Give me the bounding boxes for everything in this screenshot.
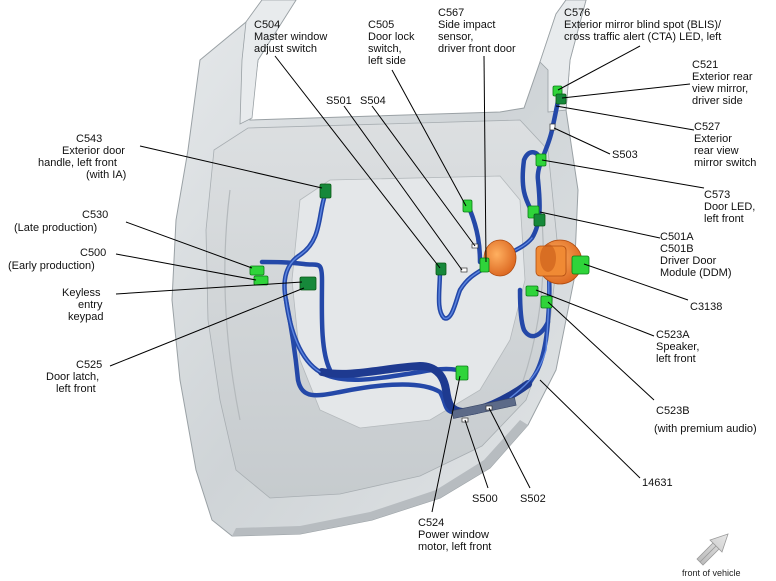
label-c527-desc-2: rear view — [694, 145, 739, 157]
callout-c567: C567 Side impact sensor, driver front do… — [438, 7, 516, 55]
label-c523a-desc-1: Speaker, — [656, 341, 699, 353]
connectors — [249, 85, 590, 423]
label-c527: C527 — [694, 121, 720, 133]
label-c524: C524 — [418, 517, 444, 529]
connector-c567 — [479, 257, 490, 273]
connector-c501b — [533, 213, 546, 227]
label-c3138: C3138 — [690, 301, 722, 313]
callout-c504: C504 Master window adjust switch — [254, 19, 327, 55]
connector-c524 — [455, 365, 469, 381]
connector-c523a — [525, 285, 539, 297]
label-c521: C521 — [692, 59, 718, 71]
splice-s501 — [460, 267, 468, 273]
callout-c576: C576 Exterior mirror blind spot (BLIS)/ … — [564, 7, 722, 43]
label-c523b: C523B — [656, 405, 690, 417]
label-14631: 14631 — [642, 477, 673, 489]
label-c505-desc-1: Door lock — [368, 31, 415, 43]
label-c530: C530 — [82, 209, 108, 221]
callout-c524: C524 Power window motor, left front — [418, 517, 491, 553]
label-c500-desc: (Early production) — [8, 260, 95, 272]
label-c505: C505 — [368, 19, 394, 31]
connector-c543 — [319, 183, 332, 199]
label-c501-desc-2: Module (DDM) — [660, 267, 732, 279]
label-s501: S501 — [326, 95, 352, 107]
label-c524-desc-2: motor, left front — [418, 541, 491, 553]
label-c523b-desc: (with premium audio) — [654, 423, 757, 435]
label-c505-desc-2: switch, — [368, 43, 402, 55]
label-c521-desc-2: view mirror, — [692, 83, 748, 95]
label-c501-desc-1: Driver Door — [660, 255, 717, 267]
label-s500: S500 — [472, 493, 498, 505]
connector-c500 — [253, 275, 269, 286]
label-c543: C543 — [76, 133, 102, 145]
label-c500: C500 — [80, 247, 106, 259]
label-c504-desc-1: Master window — [254, 31, 327, 43]
label-c576-desc-1: Exterior mirror blind spot (BLIS)/ — [564, 19, 722, 31]
label-c504-desc-2: adjust switch — [254, 43, 317, 55]
label-c573-desc-2: left front — [704, 213, 744, 225]
label-c573-desc-1: Door LED, — [704, 201, 755, 213]
connector-c3138 — [571, 255, 590, 275]
label-c573: C573 — [704, 189, 730, 201]
callout-keyless-entry-keypad: Keyless entry keypad — [62, 287, 103, 323]
label-c567: C567 — [438, 7, 464, 19]
label-c523a-desc-2: left front — [656, 353, 696, 365]
label-c525: C525 — [76, 359, 102, 371]
connector-c530 — [249, 265, 265, 276]
label-c543-desc-1: Exterior door — [62, 145, 125, 157]
label-front-of-vehicle: front of vehicle — [682, 568, 741, 578]
label-keyless-1: Keyless — [62, 287, 101, 299]
wire-harness — [259, 89, 563, 419]
front-of-vehicle-indicator: front of vehicle — [682, 533, 741, 578]
label-s503: S503 — [612, 149, 638, 161]
label-c501b: C501B — [660, 243, 694, 255]
callout-c525: C525 Door latch, left front — [46, 359, 102, 395]
callout-c501: C501A C501B Driver Door Module (DDM) — [660, 231, 732, 279]
label-c524-desc-1: Power window — [418, 529, 489, 541]
door-panel — [171, 0, 587, 537]
connector-c525 — [299, 276, 317, 291]
callout-c521: C521 Exterior rear view mirror, driver s… — [692, 59, 753, 107]
callout-c543: C543 Exterior door handle, left front (w… — [38, 133, 126, 181]
label-c576: C576 — [564, 7, 590, 19]
label-c576-desc-2: cross traffic alert (CTA) LED, left — [564, 31, 721, 43]
splice-s503 — [549, 123, 556, 131]
callout-c505: C505 Door lock switch, left side — [368, 19, 415, 67]
callout-c523b: C523B (with premium audio) — [654, 405, 757, 435]
label-c543-desc-3: (with IA) — [86, 169, 126, 181]
connector-c505 — [462, 199, 473, 213]
leader-lines — [109, 45, 705, 513]
label-keyless-3: keypad — [68, 311, 103, 323]
connector-c573 — [535, 153, 547, 167]
label-c525-desc-2: left front — [56, 383, 96, 395]
callout-c523a: C523A Speaker, left front — [656, 329, 699, 365]
driver-door-module — [483, 239, 583, 285]
label-c567-desc-3: driver front door — [438, 43, 516, 55]
label-c527-desc-3: mirror switch — [694, 157, 756, 169]
label-c525-desc-1: Door latch, — [46, 371, 99, 383]
label-keyless-2: entry — [78, 299, 103, 311]
callout-c530: C530 (Late production) — [14, 209, 108, 234]
label-s504: S504 — [360, 95, 386, 107]
callout-c527: C527 Exterior rear view mirror switch — [694, 121, 756, 169]
label-s502: S502 — [520, 493, 546, 505]
label-c527-desc-1: Exterior — [694, 133, 732, 145]
connector-c523b — [540, 295, 553, 309]
callout-c500: C500 (Early production) — [8, 247, 106, 272]
label-c501a: C501A — [660, 231, 694, 243]
label-c504: C504 — [254, 19, 280, 31]
label-c567-desc-1: Side impact — [438, 19, 495, 31]
label-c567-desc-2: sensor, — [438, 31, 473, 43]
label-c505-desc-3: left side — [368, 55, 406, 67]
callout-c573: C573 Door LED, left front — [704, 189, 755, 225]
label-c530-desc: (Late production) — [14, 222, 97, 234]
label-c521-desc-1: Exterior rear — [692, 71, 753, 83]
label-c523a: C523A — [656, 329, 690, 341]
connector-c521 — [555, 93, 567, 105]
label-c543-desc-2: handle, left front — [38, 157, 117, 169]
label-c521-desc-3: driver side — [692, 95, 743, 107]
arrow-up-right-icon — [696, 533, 729, 566]
